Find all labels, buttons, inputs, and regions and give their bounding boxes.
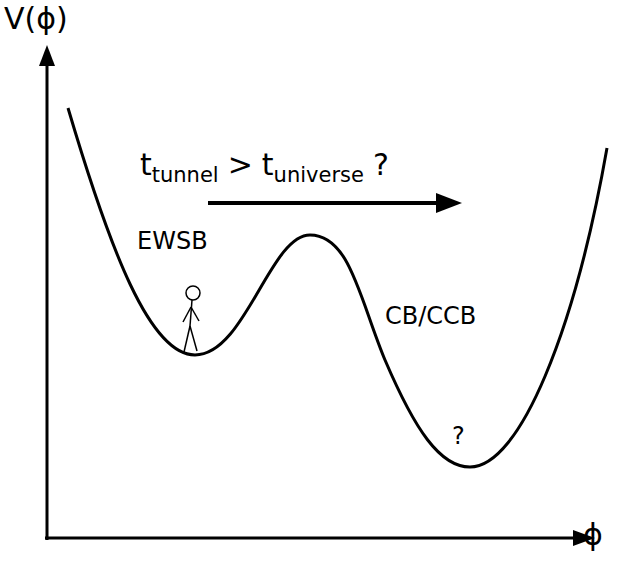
condition-text: > <box>228 147 253 182</box>
axes <box>45 62 578 540</box>
tunnel-arrow <box>208 201 440 205</box>
axis-label: V(ϕ) <box>4 4 68 34</box>
subscript: universe <box>274 163 364 187</box>
unknown-mark: ? <box>452 424 465 448</box>
stick-figure <box>183 286 200 352</box>
condition-text: ? <box>373 147 389 182</box>
tunnel-condition: ttunnel>tuniverse? <box>140 150 389 180</box>
vacuum-label: CB/CCB <box>385 304 476 328</box>
potential-curve <box>68 108 607 467</box>
condition-text: t <box>140 147 152 182</box>
vacuum-label: EWSB <box>137 229 208 253</box>
condition-text: t <box>262 147 274 182</box>
y-axis <box>46 62 49 540</box>
y-axis-head <box>39 45 55 66</box>
x-axis <box>45 537 578 540</box>
tunnel-arrow-head <box>436 193 462 213</box>
subscript: tunnel <box>152 163 219 187</box>
axis-label: ϕ <box>583 520 603 550</box>
